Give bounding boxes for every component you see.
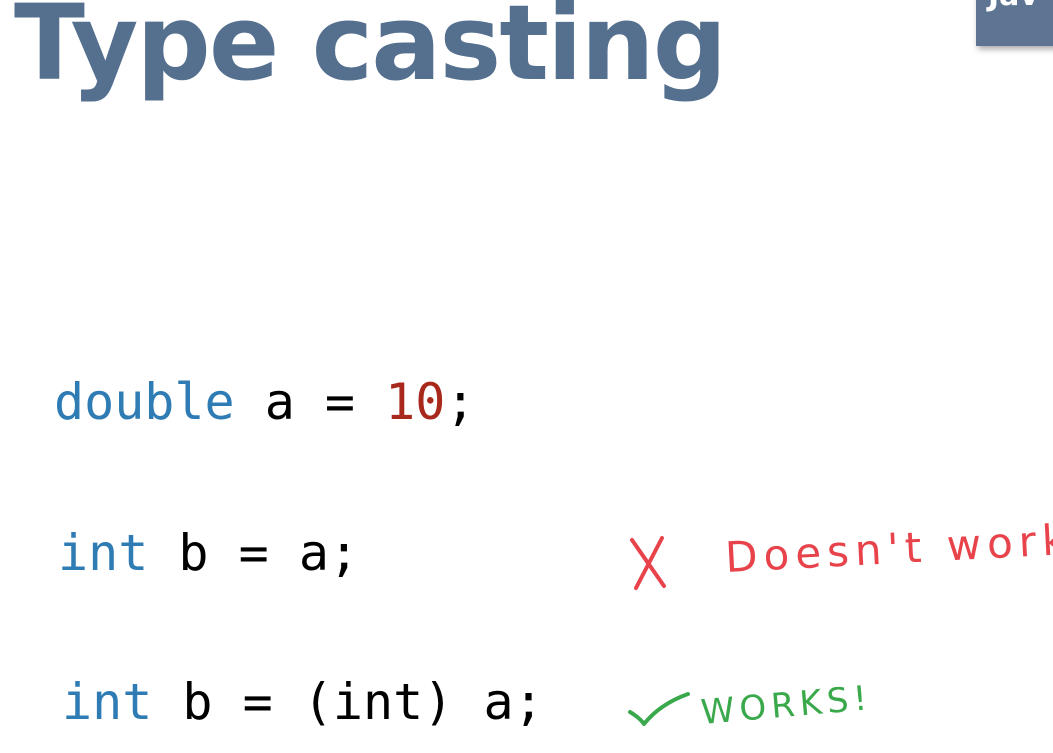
checkmark-icon (628, 692, 690, 726)
code-keyword: int (58, 524, 149, 582)
fail-annotation-text: Doesn't work! (724, 514, 1053, 582)
code-line-3: int b = (int) a; (62, 677, 544, 727)
code-text: b = a; (148, 524, 360, 582)
corner-logo-tag: Jav (976, 0, 1053, 46)
code-line-2: int b = a; (58, 528, 359, 578)
corner-logo-text: Jav (988, 0, 1039, 13)
code-number: 10 (385, 373, 446, 431)
code-keyword: double (54, 373, 235, 431)
code-terminator: ; (445, 373, 476, 431)
code-text: a = (234, 373, 386, 431)
code-text: b = (int) a; (152, 673, 544, 731)
code-line-1: double a = 10; (54, 377, 475, 427)
ok-annotation: WORKS! (628, 678, 874, 733)
slide-title: Type casting (14, 0, 727, 104)
x-mark-icon (630, 536, 666, 590)
ok-annotation-text: WORKS! (699, 678, 873, 733)
fail-annotation: Doesn't work! (630, 514, 1053, 590)
code-keyword: int (62, 673, 153, 731)
